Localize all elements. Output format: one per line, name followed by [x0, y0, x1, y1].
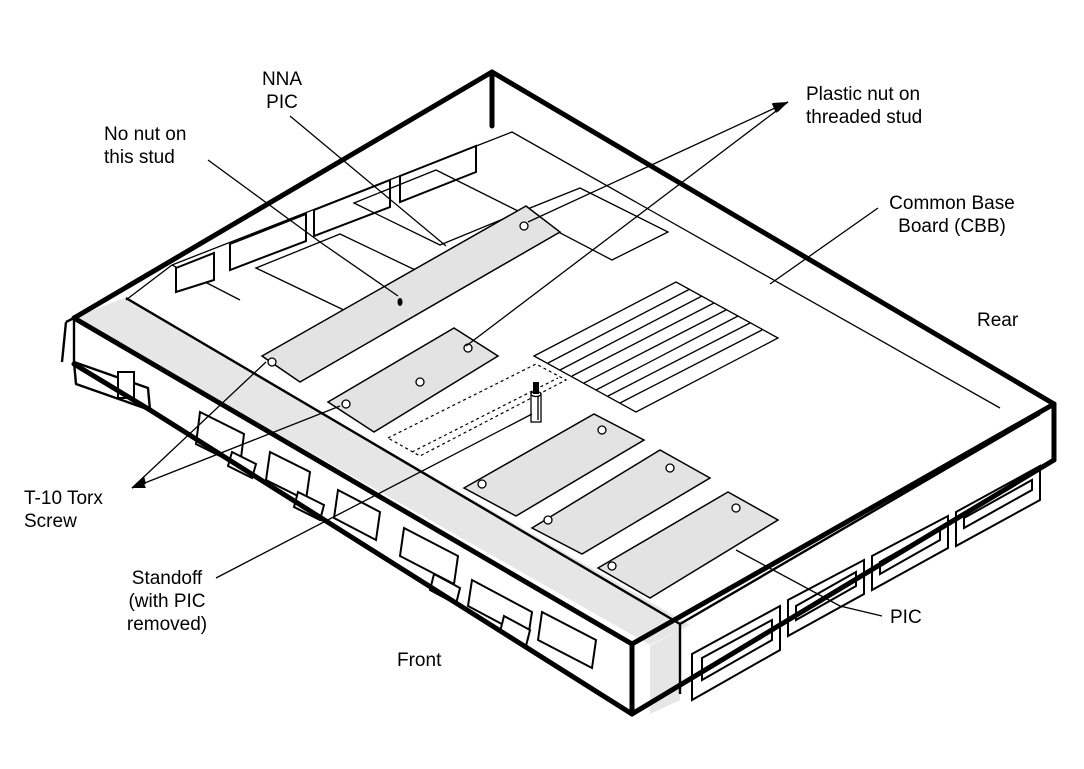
label-nna-pic-line1: NNA [261, 69, 303, 90]
bare-stud [397, 298, 403, 306]
screw-holes [267, 221, 741, 571]
label-pic: PIC [890, 607, 922, 628]
label-cbb: Common Base Board (CBB) [882, 192, 1022, 238]
label-no-nut-line2: this stud [104, 147, 175, 168]
label-no-nut-line1: No nut on [104, 124, 187, 145]
label-standoff: Standoff (with PIC removed) [112, 567, 222, 636]
label-front: Front [397, 650, 442, 671]
front-edge-strip [74, 298, 690, 645]
standoff [530, 382, 542, 423]
label-plastic-nut: Plastic nut on threaded stud [806, 83, 922, 129]
pic-cards [260, 205, 780, 599]
label-standoff-line1: Standoff [131, 568, 203, 589]
label-torx: T-10 Torx Screw [24, 487, 103, 533]
label-nna-pic: NNA PIC [254, 68, 310, 114]
label-torx-line1: T-10 Torx [24, 488, 103, 509]
label-standoff-line2: (with PIC [128, 591, 206, 612]
label-plastic-nut-line1: Plastic nut on [806, 84, 921, 105]
label-no-nut: No nut on this stud [104, 123, 186, 169]
rear-wall-slots [175, 144, 477, 294]
front-connectors [194, 410, 598, 670]
label-cbb-line2: Board (CBB) [898, 216, 1006, 237]
nna-pic-card [260, 205, 562, 383]
empty-pic-slot [386, 363, 568, 457]
arrowheads [132, 102, 788, 488]
label-torx-line2: Screw [24, 511, 77, 532]
label-plastic-nut-line2: threaded stud [806, 107, 923, 128]
label-cbb-line1: Common Base [889, 193, 1015, 214]
heatsink-grill [532, 281, 780, 413]
cbb-outline [171, 131, 1001, 409]
leader-lines [131, 101, 883, 617]
label-rear: Rear [977, 310, 1019, 331]
label-nna-pic-line2: PIC [266, 92, 298, 113]
chassis-outline [71, 69, 1057, 717]
board-chip-3 [518, 187, 670, 261]
label-standoff-line3: removed) [126, 614, 208, 635]
